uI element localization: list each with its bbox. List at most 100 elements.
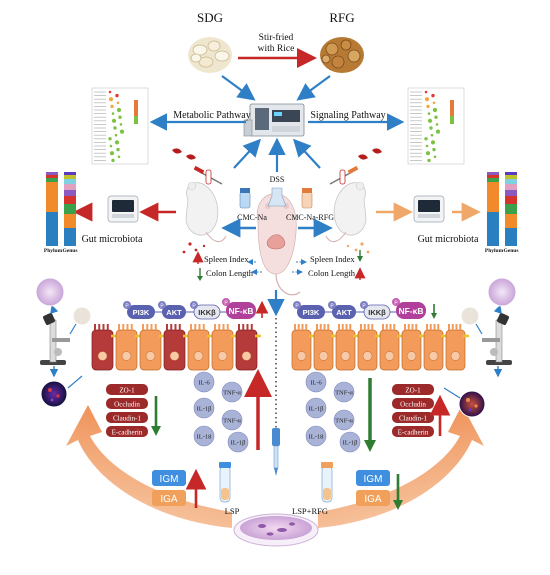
right-droplets [346,242,370,254]
tight-junction-label: Claudin-1 [113,415,141,423]
microvillus [415,324,418,330]
left-fluorescence-image [40,380,68,408]
cytokine-bubble [221,381,243,403]
cytokine-bubble [333,409,355,431]
cell-nucleus [450,351,461,361]
metabolic-pathway-label: Metabolic Pathway [173,110,250,121]
left-pi3k-box [127,305,155,319]
signaling-enrichment-plot [407,87,465,165]
bar-segment [64,196,76,204]
bar-segment [505,172,517,175]
right-pi3k-box [297,305,325,319]
left-test-tube-icon [219,462,231,503]
bar-segment [505,214,517,228]
cytokine-label: IL-1β [231,440,247,447]
cytokine-bubble [227,431,249,453]
svg-text:P: P [125,304,129,310]
right-igm-label: IGM [364,474,383,485]
cell-nucleus [406,351,417,361]
microvillus [98,324,101,330]
microvillus [102,324,105,330]
tight-junction-box [392,426,434,437]
microvillus [389,324,392,330]
microvillus [393,324,396,330]
svg-text:P: P [330,304,334,310]
right-epithelial-cells [291,324,469,371]
cytokine-bubble [333,381,355,403]
bar-segment [487,178,499,182]
right-akt-box [332,305,356,319]
epithelial-cell [235,329,258,371]
bar-segment [46,175,58,178]
left-iga-label: IGA [160,494,178,505]
microvillus [130,324,133,330]
microvillus [226,324,229,330]
right-gut-microbiota-label: Gut microbiota [418,234,479,245]
rfg-label: RFG [329,10,354,25]
microvillus [297,324,300,330]
left-epithelial-cells [91,324,261,371]
tight-junction-box [392,412,434,423]
signaling-pathway-label: Signaling Pathway [310,110,385,121]
epithelial-cell [423,329,444,371]
cell-nucleus [340,351,351,361]
right-genus-label: Genus [504,248,519,254]
bar-segment [505,184,517,190]
cytokine-label: IL-1β [197,406,213,413]
cytokine-bubble [193,371,215,393]
microvillus [246,324,249,330]
tight-junction-box [106,412,148,423]
epithelial-cell [115,329,138,371]
center-mouse-icon [256,193,301,296]
tight-junction-box [106,426,148,437]
epithelial-cell [291,329,312,371]
cell-nucleus [428,351,439,361]
tight-junction-label: E-cadherin [398,429,429,437]
microvillus [305,324,308,330]
rfg-herb-icon [320,37,364,73]
tight-junction-label: Claudin-1 [399,415,427,423]
center-flask-icon [267,187,287,207]
right-iga-label: IGA [364,494,382,505]
cytokine-label: IL-1β [309,406,325,413]
cell-nucleus [169,351,180,361]
svg-text:P: P [160,304,164,310]
bar-segment [505,204,517,214]
right-test-tube-icon [321,462,333,503]
left-microscope-up-arrow [50,304,59,314]
cmc-na-label: CMC-Na [237,213,267,222]
microvillus [437,324,440,330]
cell-nucleus [121,351,132,361]
bar-segment [46,212,58,246]
right-mouse-icon [325,181,367,242]
right-tissue-image [460,306,480,326]
right-ikkb-label: IKKβ [368,308,386,317]
left-colon-down-head [197,276,203,281]
left-signaling-chain: PI3K AKT IKKβ NF-κB P P P P [123,298,256,320]
cell-nucleus [217,351,228,361]
cytokine-label: TNF-α [335,418,353,425]
left-igm-label: IGM [160,474,179,485]
arrow-right-mouse-to-ms [293,138,321,169]
cytokine-bubble [339,431,361,453]
arrow-sdg-to-ms [221,75,256,101]
process-label-line2: with Rice [258,44,295,54]
right-igm-iga-group: IGM IGA [356,470,390,506]
left-sequencer-icon [107,195,139,223]
dss-label: DSS [270,175,285,184]
tight-junction-label: ZO-1 [119,387,135,395]
svg-text:P: P [192,304,196,310]
microvillus [122,324,125,330]
left-mouse-icon [185,181,227,242]
microvillus [214,324,216,330]
cmc-na-rfg-tube-icon [301,188,313,209]
sdg-label: SDG [197,10,223,25]
right-nfkb-label: NF-κB [398,306,423,316]
left-igm-box [152,470,186,486]
bar-segment [64,228,76,246]
lsp-rfg-label: LSP+RFG [292,506,328,516]
tight-junction-box [392,384,434,395]
